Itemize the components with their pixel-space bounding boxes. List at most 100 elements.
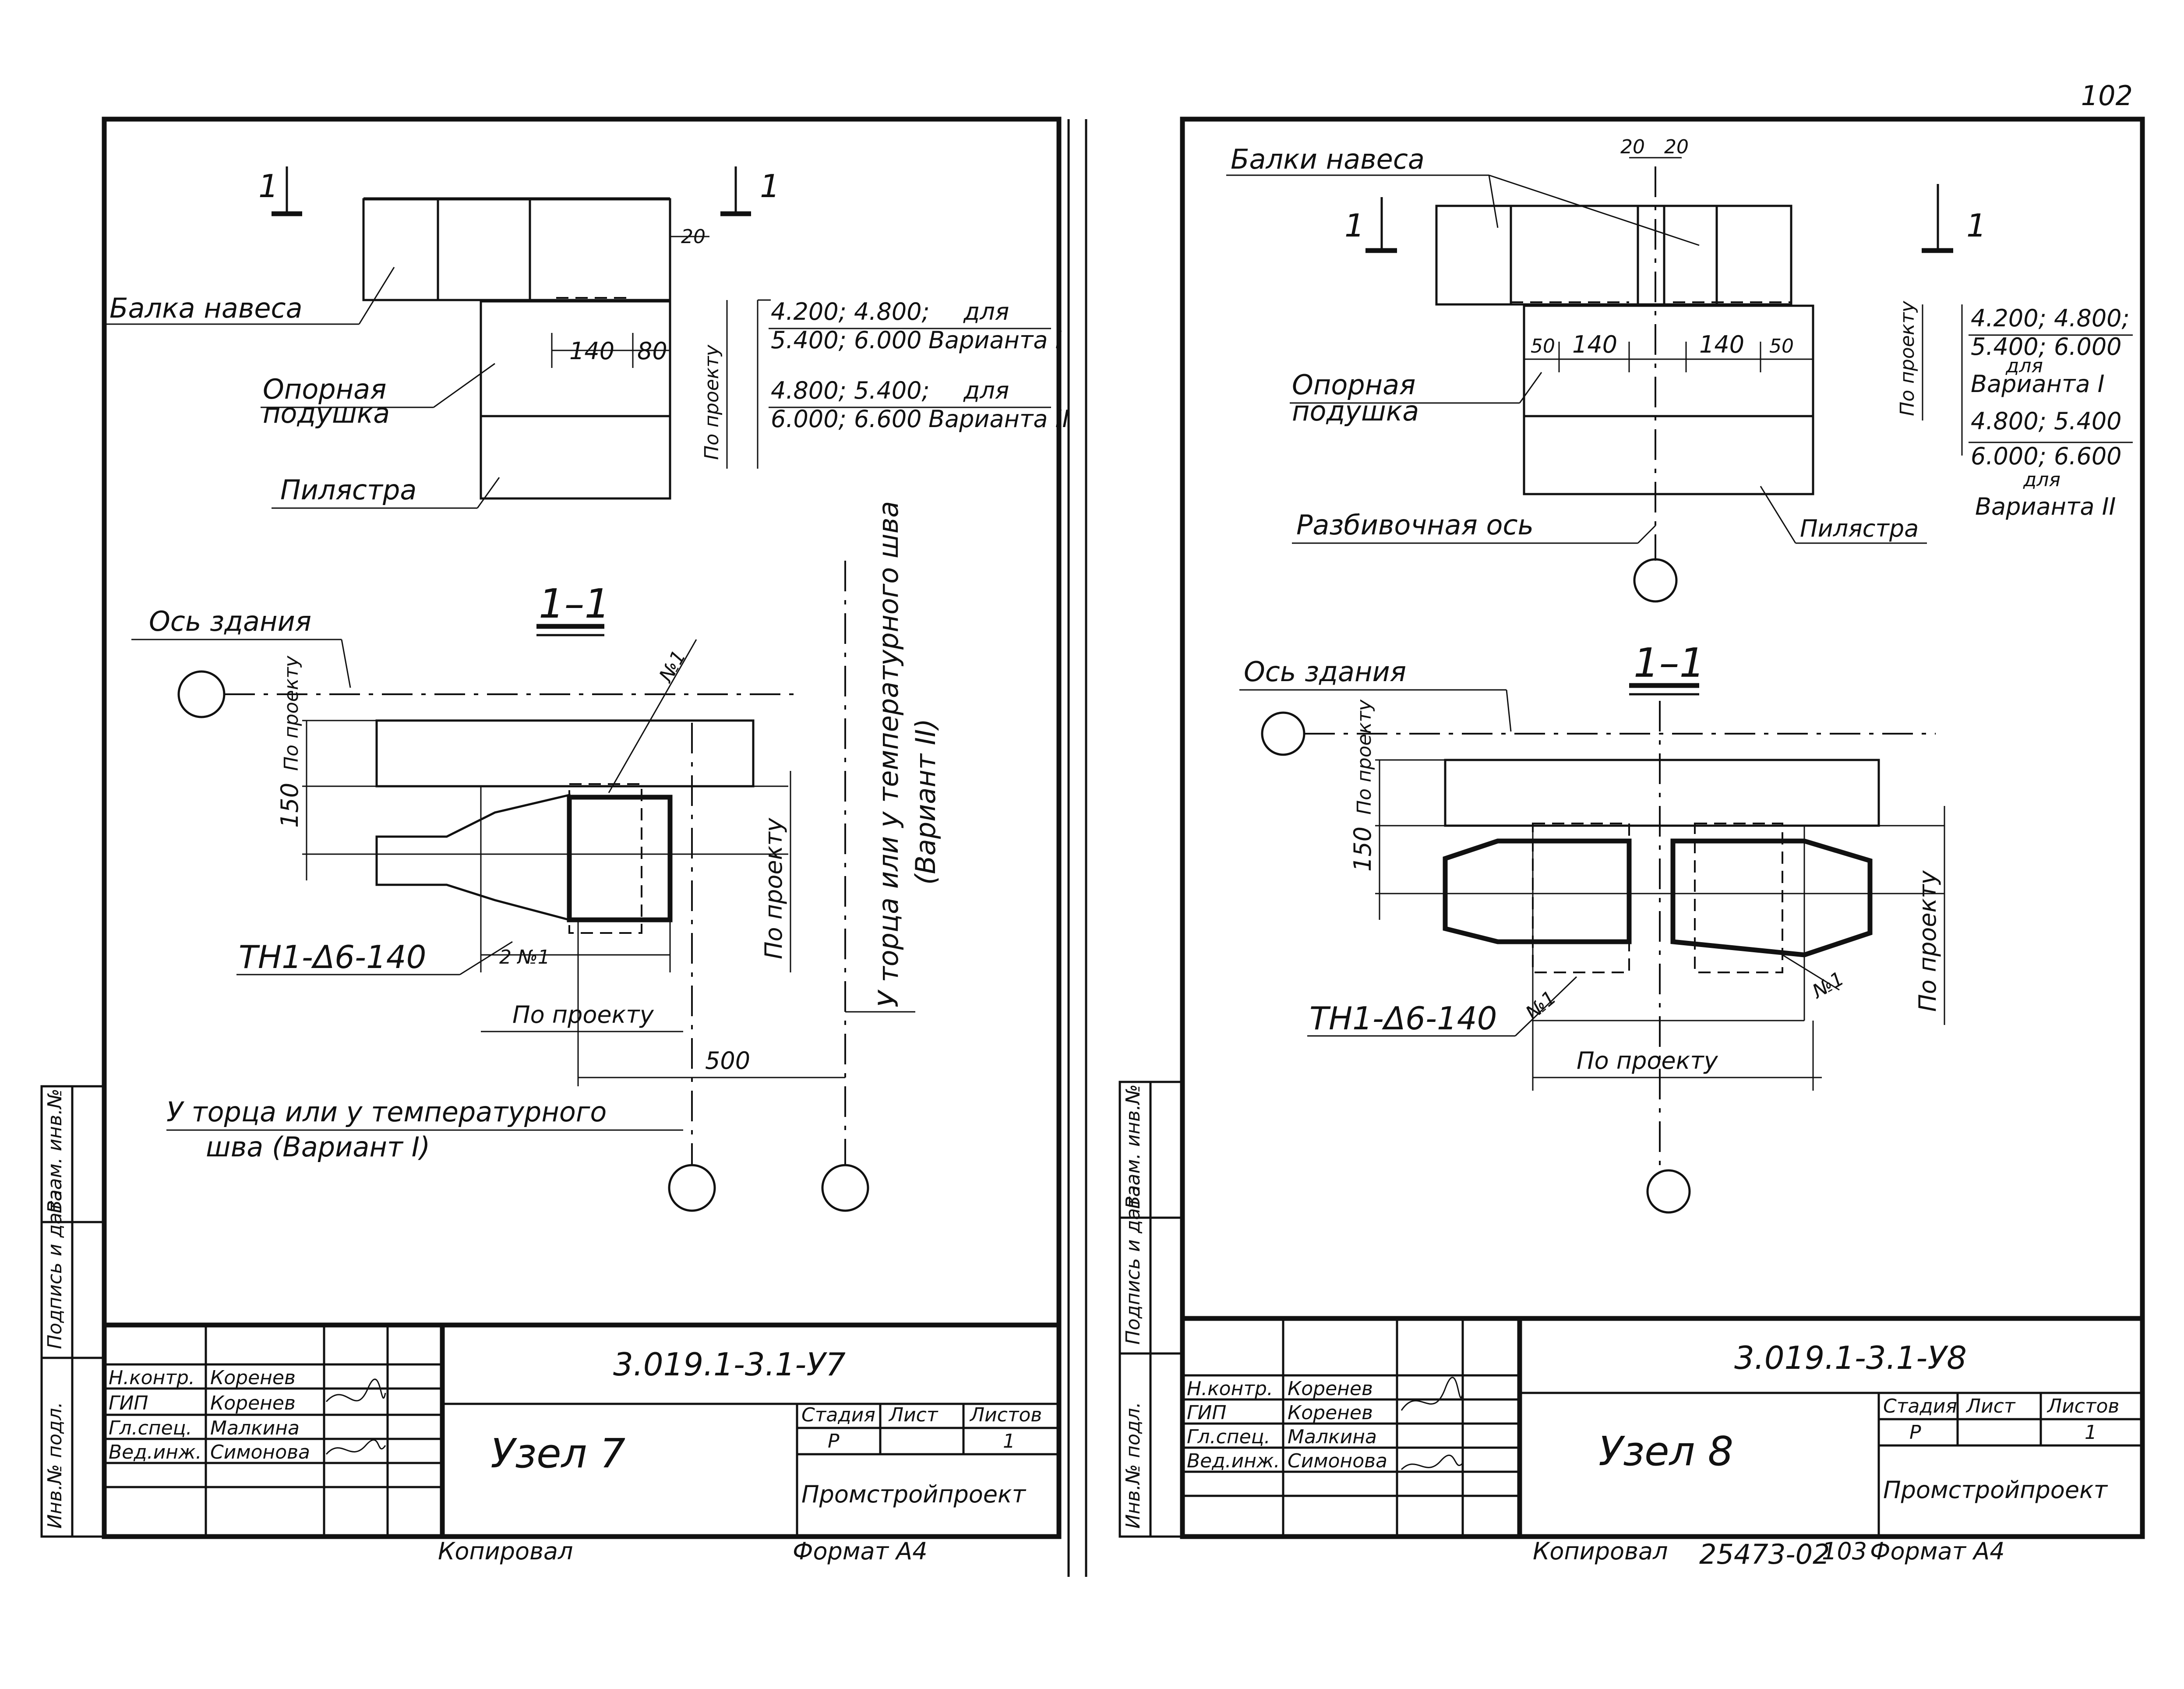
right-row-name-0: Коренев [1288,1378,1373,1400]
left-item-no1b: 2 №1 [499,946,550,968]
left-dim-80: 80 [637,337,667,365]
left-note-vertical-1: У торца или у температурного шва [872,501,904,1007]
left-sheets-header: Листов [969,1404,1042,1426]
right-dim-140: 140 [1572,331,1617,358]
right-plan-per-project: По проекту [1896,300,1919,416]
right-row-name-2: Малкина [1288,1426,1377,1448]
left-row-name-3: Симонова [210,1441,310,1463]
left-dim-500: 500 [705,1047,750,1074]
left-sheet: Инв.№ подл. Подпись и дата Взам. инв.№ 1… [40,117,1087,1577]
left-signature [325,1378,386,1455]
right-signature [1401,1377,1464,1470]
left-section-mark-a: 1 [258,168,279,205]
right-item-no1b: №1 [1521,986,1561,1025]
right-axis-bubble-a [1646,1169,1691,1214]
right-row-role-0: Н.контр. [1187,1378,1273,1400]
left-row-role-0: Н.контр. [109,1367,195,1389]
left-var1-line1: 4.200; 4.800; [771,298,930,325]
left-drawing-title: Узел 7 [490,1430,625,1477]
left-section-per-project-v2: По проекту [760,817,787,959]
left-var1-variant: Варианта I [928,326,1062,354]
left-weld-mark: ТН1-Δ6-140 [239,939,426,975]
right-weld-mark: ТН1-Δ6-140 [1309,1000,1497,1037]
right-dim-150: 150 [1349,827,1376,872]
left-section-per-project-v1: По проекту [280,655,303,771]
left-var1-for: для [963,298,1009,325]
right-drawing-title: Узел 8 [1598,1428,1733,1475]
right-row-role-3: Вед.инж. [1187,1450,1280,1472]
left-row-role-1: ГИП [109,1392,148,1414]
right-section-mark-a: 1 [1344,207,1365,244]
left-dim-150: 150 [276,783,303,828]
right-dim-50b: 50 [1769,335,1794,357]
left-label-building-axis: Ось здания [149,605,311,637]
left-margin-label-sign: Подпись и дата [44,1190,66,1349]
right-section-per-project-v2: По проекту [1914,870,1941,1012]
right-dim-20b: 20 [1664,136,1689,158]
right-margin-label-replace: Взам. инв.№ [1122,1084,1144,1209]
right-var2-line1: 4.800; 5.400 [1971,407,2122,435]
right-label-pilaster: Пилястра [1800,515,1919,542]
left-dim-20: 20 [681,226,706,248]
right-var1-line1: 4.200; 4.800; [1971,304,2130,332]
left-bottom-per-project: По проекту [512,1001,654,1028]
right-label-beams: Балки навеса [1231,143,1425,175]
left-margin-label-inv: Инв.№ подл. [44,1402,66,1529]
left-row-name-1: Коренев [210,1392,296,1414]
left-row-role-3: Вед.инж. [109,1441,202,1463]
right-row-name-1: Коренев [1288,1402,1373,1424]
right-stage-value: Р [1909,1421,1921,1444]
right-dim-140b: 140 [1699,331,1744,358]
right-footer-format: Формат А4 [1870,1537,2005,1565]
right-var2-for: для [2023,469,2061,491]
left-note-bottom-1: У торца или у температурного [166,1096,607,1128]
right-sheet-header: Лист [1965,1395,2016,1417]
right-var1-for: для [2005,355,2043,377]
left-drawing-code: 3.019.1-3.1-У7 [613,1346,846,1383]
right-row-name-3: Симонова [1288,1450,1387,1472]
left-var2-variant: Варианта II [928,405,1069,433]
right-label-layout-axis: Разбивочная ось [1296,509,1534,541]
right-beam-left [1443,838,1632,944]
right-var2-variant: Варианта II [1975,493,2116,520]
right-row-role-2: Гл.спец. [1187,1426,1270,1448]
right-var1-variant: Варианта I [1971,370,2105,398]
left-margin-label-replace: Взам. инв.№ [44,1088,66,1213]
left-row-role-2: Гл.спец. [109,1417,192,1439]
left-organization: Промстройпроект [801,1481,1027,1508]
left-sheet-header: Лист [888,1404,939,1426]
right-footer-copied: Копировал [1533,1537,1668,1565]
right-section-per-project-v1: По проекту [1353,699,1376,815]
left-plan-view: 1 1 20 140 80 По проекту 4.200; 4.800; д… [105,166,1069,509]
left-var2-line2: 6.000; 6.600 [771,405,922,433]
left-label-pilaster: Пилястра [280,474,416,506]
left-stage-value: Р [828,1430,840,1452]
right-label-pad-1: Опорная [1292,369,1415,401]
left-row-name-0: Коренев [210,1367,296,1389]
right-beam-right [1670,838,1873,958]
right-section-title: 1–1 [1634,640,1705,686]
left-row-name-2: Малкина [210,1417,300,1439]
right-slab [1444,759,1880,827]
right-footer-code: 25473-02 [1699,1538,1830,1570]
right-label-building-axis: Ось здания [1244,656,1406,688]
left-stage-header: Стадия [801,1404,875,1426]
right-label-pad-2: подушка [1292,395,1419,427]
left-footer-format: Формат А4 [793,1537,928,1565]
left-item-no1: №1 [654,647,691,687]
right-axis-bubble-layout [1633,558,1678,603]
right-stage-header: Стадия [1883,1395,1957,1417]
left-footer-copied: Копировал [438,1537,573,1565]
left-label-pad-1: Опорная [263,373,386,405]
right-row-role-1: ГИП [1187,1402,1227,1424]
left-title-block: 3.019.1-3.1-У7 Узел 7 Стадия Лист Листов… [102,1322,1062,1539]
left-beam-section [375,793,571,922]
left-dim-140: 140 [569,337,614,365]
left-axis-bubble-building [177,670,226,718]
right-section-view: 1–1 Ось здания 150 По [1239,640,1945,1214]
right-dim-50: 50 [1531,335,1555,357]
left-var1-line2: 5.400; 6.000 [771,326,922,354]
left-var2-for: для [963,377,1009,404]
left-axis-bubble-b [821,1164,869,1212]
